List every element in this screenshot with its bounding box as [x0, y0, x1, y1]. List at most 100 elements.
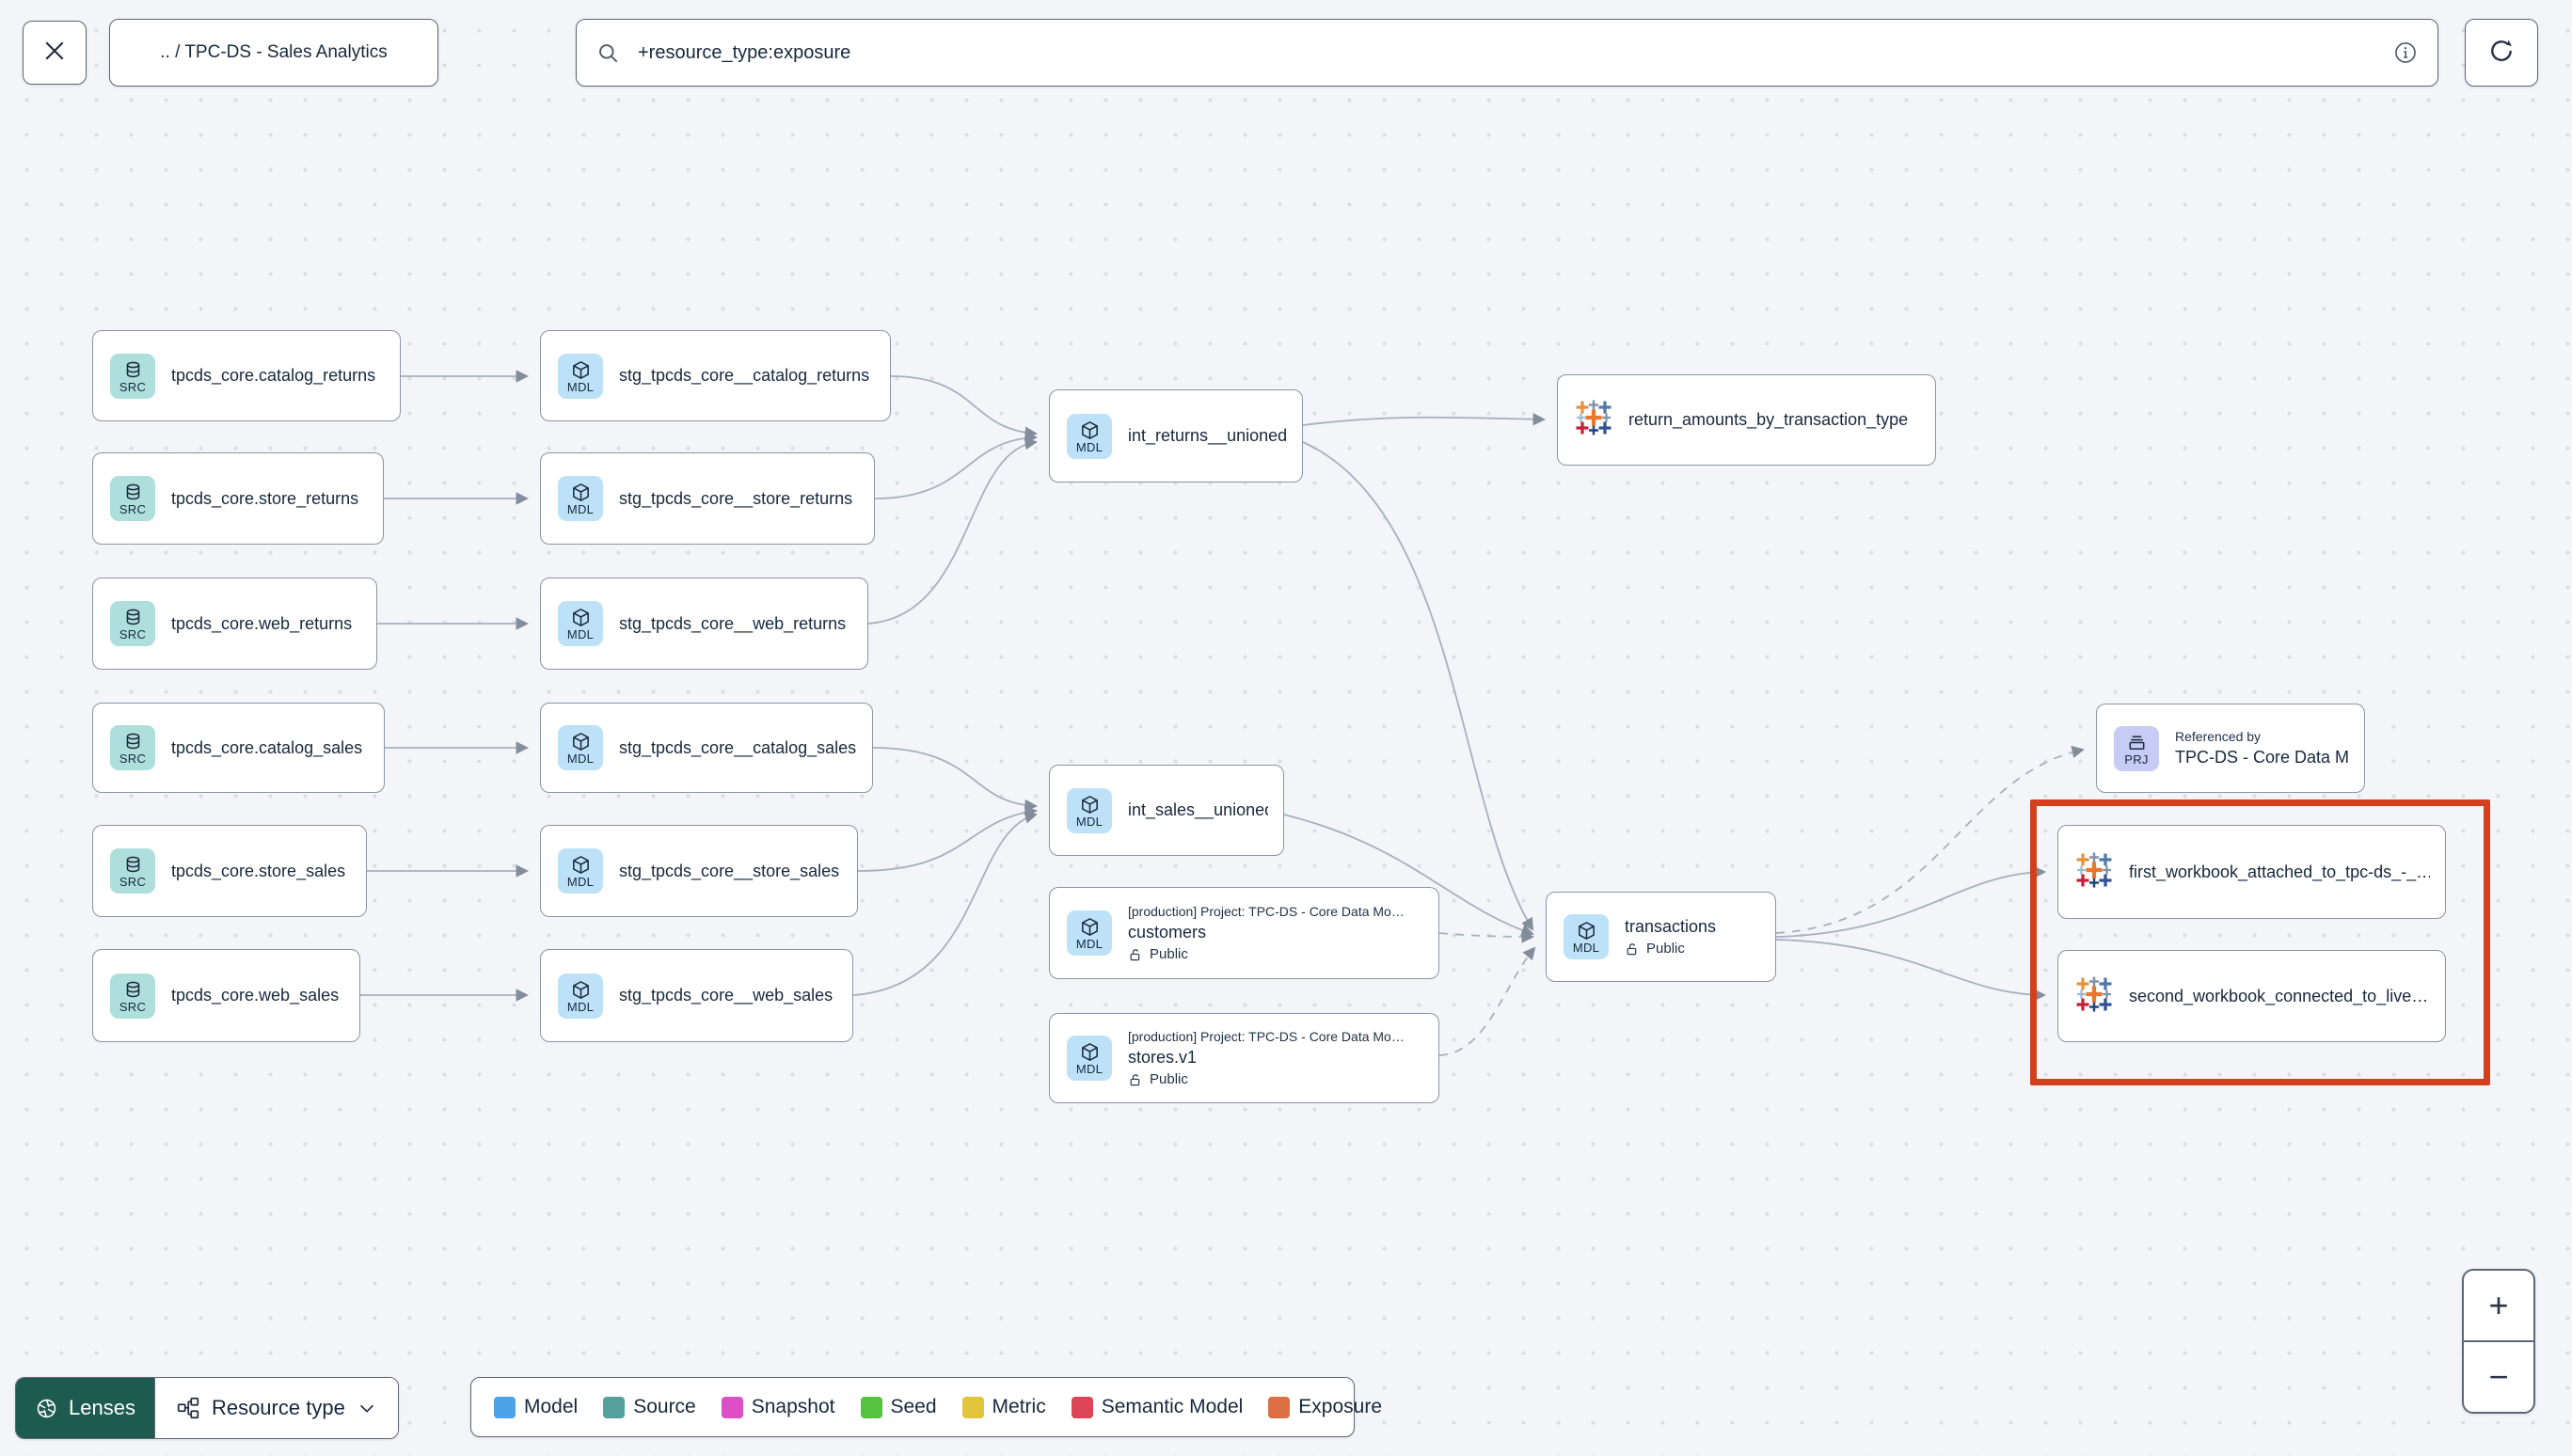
legend-label: Exposure: [1298, 1396, 1383, 1417]
src-badge: SRC: [110, 476, 155, 521]
refresh-button[interactable]: [2465, 19, 2538, 87]
database-icon: [122, 854, 144, 876]
mdl-badge: MDL: [1564, 914, 1609, 959]
model-cube-icon: [1576, 920, 1597, 942]
node-return-amounts-by-transaction-type[interactable]: return_amounts_by_transaction_type: [1557, 374, 1936, 466]
badge-label: MDL: [566, 999, 595, 1014]
badge-label: SRC: [119, 999, 147, 1014]
mdl-badge: MDL: [558, 353, 603, 399]
zoom-in-button[interactable]: +: [2464, 1271, 2533, 1342]
src-badge: SRC: [110, 353, 155, 399]
legend-swatch: [603, 1396, 626, 1418]
node-label: second_workbook_connected_to_live…: [2129, 986, 2429, 1005]
node-label: stg_tpcds_core__web_sales: [619, 986, 834, 1005]
node-title: customers: [1128, 923, 1207, 942]
info-icon[interactable]: [2392, 40, 2419, 66]
legend-label: Model: [524, 1396, 579, 1417]
badge-label: SRC: [119, 627, 147, 641]
lens-controls: Lenses Resource type: [15, 1377, 399, 1439]
badge-label: MDL: [566, 752, 595, 766]
node-meta: Referenced by: [2175, 729, 2262, 744]
edge-transactions--second-workbook: [1775, 939, 2047, 1002]
src-badge: SRC: [110, 973, 155, 1019]
node-meta: [production] Project: TPC-DS - Core Data…: [1128, 1029, 1405, 1044]
model-cube-icon: [1079, 794, 1101, 815]
unlock-icon: [1625, 942, 1640, 957]
legend-item-semantic-model: Semantic Model: [1071, 1396, 1243, 1418]
breadcrumb[interactable]: .. / TPC-DS - Sales Analytics: [109, 19, 438, 87]
model-cube-icon: [570, 979, 592, 1001]
legend-label: Seed: [890, 1396, 937, 1417]
badge-label: MDL: [566, 627, 595, 641]
node-customers[interactable]: MDL[production] Project: TPC-DS - Core D…: [1049, 887, 1439, 979]
breadcrumb-label: .. / TPC-DS - Sales Analytics: [160, 42, 388, 62]
tableau-exposure-icon: [2075, 975, 2113, 1018]
node-first-workbook[interactable]: first_workbook_attached_to_tpc-ds_-_…: [2057, 825, 2446, 919]
node-label: int_returns__unioned: [1128, 426, 1287, 445]
edge-int-returns-unioned--return-amounts-by-transaction-type: [1302, 413, 1547, 426]
model-cube-icon: [570, 482, 592, 503]
edge-stg-catalog-returns--int-returns-unioned: [890, 375, 1039, 439]
lenses-button[interactable]: Lenses: [16, 1378, 154, 1438]
database-icon: [122, 482, 144, 503]
mdl-badge: MDL: [558, 848, 603, 894]
legend-swatch: [961, 1396, 984, 1418]
node-int-returns-unioned[interactable]: MDL int_returns__unioned: [1049, 389, 1303, 483]
edge-transactions--first-workbook: [1775, 865, 2047, 938]
node-src-store-returns[interactable]: SRC tpcds_core.store_returns: [92, 452, 384, 545]
node-title: stores.v1: [1128, 1048, 1198, 1067]
legend-item-exposure: Exposure: [1268, 1396, 1382, 1418]
prj-badge: PRJ: [2114, 725, 2159, 771]
zoom-control: + −: [2462, 1269, 2535, 1414]
node-second-workbook[interactable]: second_workbook_connected_to_live…: [2057, 950, 2446, 1042]
node-visibility: Public: [1646, 941, 1685, 957]
resource-type-dropdown[interactable]: Resource type: [153, 1378, 398, 1438]
search-input[interactable]: [636, 40, 2377, 65]
close-button[interactable]: [23, 21, 87, 85]
edge-stg-store-sales--int-sales-unioned: [857, 805, 1039, 872]
tableau-exposure-icon: [1575, 399, 1612, 441]
mdl-badge: MDL: [558, 601, 603, 646]
database-icon: [122, 359, 144, 381]
zoom-out-button[interactable]: −: [2488, 1357, 2509, 1396]
close-icon: [40, 37, 69, 70]
node-label: return_amounts_by_transaction_type: [1628, 410, 1909, 429]
unlock-icon: [1128, 947, 1143, 962]
model-cube-icon: [1079, 1041, 1101, 1063]
legend-label: Snapshot: [751, 1396, 835, 1417]
node-stg-web-sales[interactable]: MDL stg_tpcds_core__web_sales: [540, 949, 853, 1042]
badge-label: MDL: [566, 875, 595, 889]
chevron-down-icon: [357, 1398, 377, 1418]
lenses-label: Lenses: [69, 1396, 135, 1419]
model-cube-icon: [570, 854, 592, 876]
tableau-exposure-icon: [2075, 851, 2113, 894]
mdl-badge: MDL: [1067, 413, 1112, 459]
node-label: tpcds_core.store_sales: [171, 861, 346, 880]
edge-transactions--referenced-by-project: [1775, 745, 2085, 934]
unlock-icon: [1128, 1072, 1143, 1087]
node-label: tpcds_core.store_returns: [171, 488, 359, 508]
mdl-badge: MDL: [1067, 910, 1112, 956]
node-stores-v1[interactable]: MDL[production] Project: TPC-DS - Core D…: [1049, 1013, 1439, 1103]
legend-item-snapshot: Snapshot: [721, 1396, 835, 1418]
badge-label: SRC: [119, 379, 147, 394]
node-label: tpcds_core.catalog_sales: [171, 737, 363, 757]
database-icon: [122, 607, 144, 628]
badge-label: MDL: [1075, 439, 1103, 454]
edge-stg-catalog-sales--int-sales-unioned: [872, 747, 1039, 813]
search-icon: [595, 40, 621, 66]
